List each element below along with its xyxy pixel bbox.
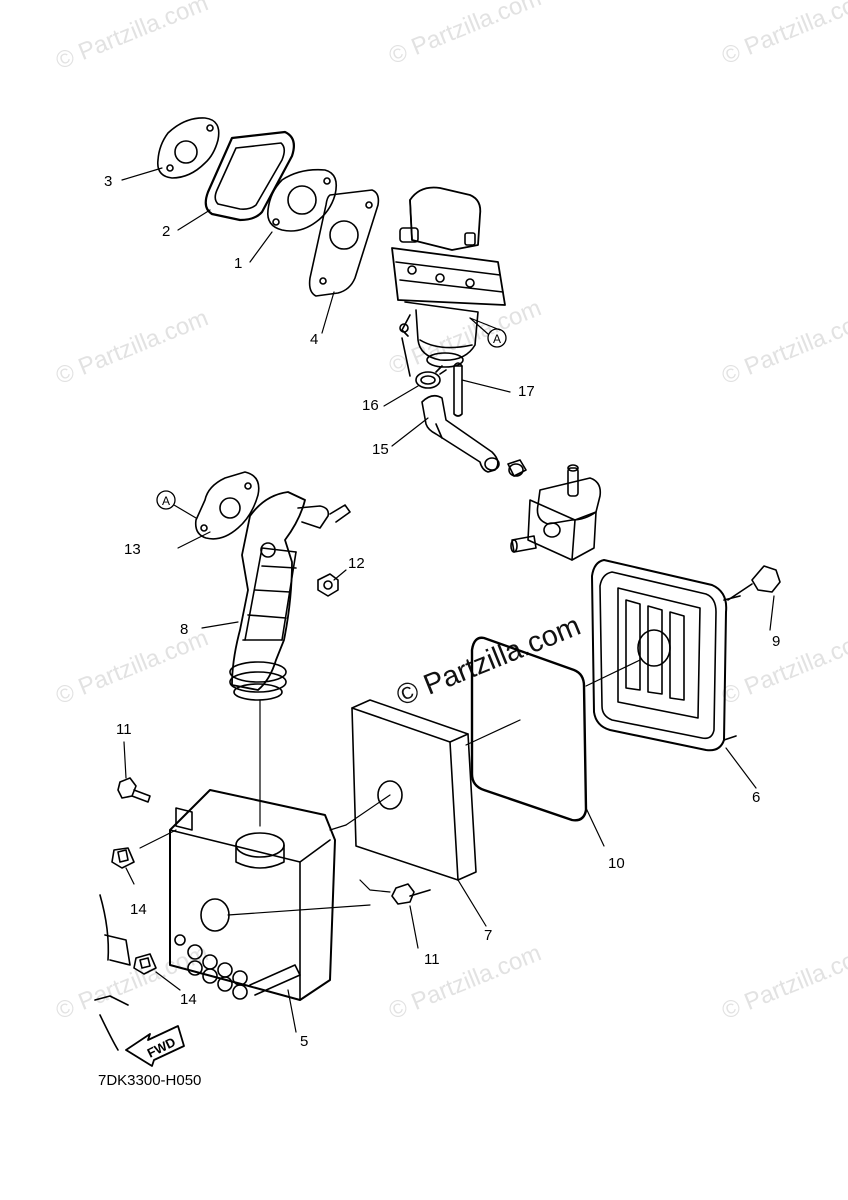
callout-11-lower: 11 xyxy=(424,951,440,968)
leader-lines xyxy=(121,167,775,1033)
callout-9: 9 xyxy=(772,633,781,650)
callout-3: 3 xyxy=(104,173,113,190)
callout-5: 5 xyxy=(300,1033,309,1050)
callout-17: 17 xyxy=(518,383,535,400)
callout-16: 16 xyxy=(362,397,379,414)
callout-6: 6 xyxy=(752,789,761,806)
carburetor xyxy=(391,186,506,377)
ref-label-a: A xyxy=(162,494,170,508)
callout-15: 15 xyxy=(372,441,389,458)
callout-14-upper: 14 xyxy=(130,901,147,918)
gasket-1 xyxy=(266,168,338,232)
callout-2: 2 xyxy=(162,223,171,240)
bolt-9 xyxy=(727,565,781,601)
callout-10: 10 xyxy=(608,855,625,872)
ref-marker-a-lower: A xyxy=(156,490,197,519)
hose-clamp-16 xyxy=(415,365,447,389)
bolt-11-lower xyxy=(391,883,431,905)
gasket-13 xyxy=(194,471,260,540)
callout-12: 12 xyxy=(348,555,365,572)
intake-joint-8 xyxy=(229,491,351,701)
diagram-code: 7DK3300-H050 xyxy=(98,1072,202,1089)
callout-8: 8 xyxy=(180,621,189,638)
fwd-arrow-icon: FWD xyxy=(125,1025,185,1067)
callout-13: 13 xyxy=(124,541,141,558)
ref-marker-a-upper: A xyxy=(469,317,507,348)
fuel-cock xyxy=(507,459,602,561)
callout-14-lower: 14 xyxy=(180,991,197,1008)
clip-14-upper xyxy=(111,847,135,869)
drain-pipe-17 xyxy=(453,362,463,417)
gasket-3 xyxy=(156,117,220,179)
air-cleaner-body-5 xyxy=(169,789,336,1001)
callout-4: 4 xyxy=(310,331,319,348)
callout-1: 1 xyxy=(234,255,243,272)
insulator-2 xyxy=(204,130,295,222)
nut-12 xyxy=(317,573,339,597)
air-cleaner-case-6 xyxy=(591,559,741,752)
clip-14-lower xyxy=(133,953,157,975)
engine-frame-partial xyxy=(94,894,131,1051)
fuel-hose-15 xyxy=(421,394,500,473)
gasket-10 xyxy=(470,636,588,822)
gasket-4 xyxy=(308,189,380,297)
bolt-11-upper xyxy=(117,777,151,803)
ref-label-a: A xyxy=(493,332,501,346)
callout-7: 7 xyxy=(484,927,493,944)
air-element-7 xyxy=(351,699,477,881)
callout-11-upper: 11 xyxy=(116,721,132,738)
